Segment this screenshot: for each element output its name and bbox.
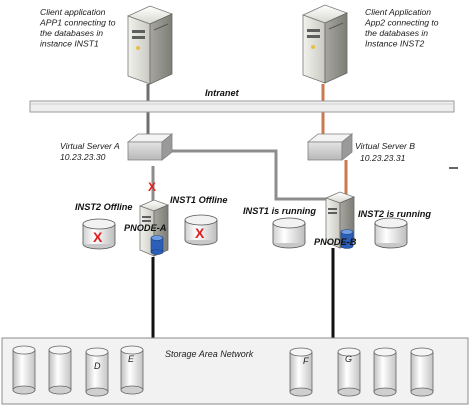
san-disk-7-icon xyxy=(373,347,397,397)
node-a-db-icon xyxy=(150,235,164,255)
virtual-server-a-ip: 10.23.23.30 xyxy=(60,152,106,162)
san-disk-d-icon xyxy=(85,347,109,397)
san-disk-g-label: G xyxy=(345,354,352,364)
link-failure-x-icon: X xyxy=(148,180,156,194)
node-b-db-icon xyxy=(340,229,354,249)
node-a-left-disk-icon xyxy=(82,218,116,250)
intranet-bus xyxy=(29,100,455,113)
node-a-right-disk-icon xyxy=(184,214,218,246)
san-disk-d-label: D xyxy=(94,361,101,371)
node-a-label: PNODE-A xyxy=(124,223,166,233)
virtual-server-b-name: Virtual Server B xyxy=(355,141,415,151)
node-b-inst2-status: INST2 is running xyxy=(358,209,431,219)
virtual-server-b-ip: 10.23.23.31 xyxy=(360,153,406,163)
node-b-right-disk-icon xyxy=(374,217,408,249)
client2-caption: Client Application App2 connecting to th… xyxy=(364,7,441,49)
node-a-inst1-status: INST1 Offline xyxy=(170,195,228,205)
vsa-to-nodeb-link xyxy=(170,149,333,201)
san-disk-g-icon xyxy=(337,347,361,397)
san-disk-f-icon xyxy=(289,347,313,397)
san-disk-e-label: E xyxy=(128,354,135,364)
client1-caption: Client application APP1 connecting to th… xyxy=(39,7,118,49)
san-disk-2-icon xyxy=(48,345,72,395)
node-b-inst1-status: INST1 is running xyxy=(243,206,316,216)
node-a-inst2-status: INST2 Offline xyxy=(75,202,133,212)
intranet-label: Intranet xyxy=(205,88,240,98)
san-disk-8-icon xyxy=(410,347,434,397)
san-disk-1-icon xyxy=(12,345,36,395)
client2-server-icon xyxy=(301,4,349,84)
san-disk-e-icon xyxy=(120,345,144,395)
node-b-left-disk-icon xyxy=(272,217,306,249)
client1-server-icon xyxy=(126,5,174,85)
san-box xyxy=(1,337,469,405)
node-a-right-disk-x-icon: X xyxy=(195,225,205,241)
node-a-left-disk-x-icon: X xyxy=(93,229,103,245)
san-disk-f-label: F xyxy=(303,356,309,366)
san-label: Storage Area Network xyxy=(165,349,254,359)
virtual-server-a-switch-icon xyxy=(126,133,174,161)
virtual-server-a-name: Virtual Server A xyxy=(60,141,120,151)
node-b-label: PNODE-B xyxy=(314,237,357,247)
virtual-server-b-switch-icon xyxy=(306,133,354,161)
